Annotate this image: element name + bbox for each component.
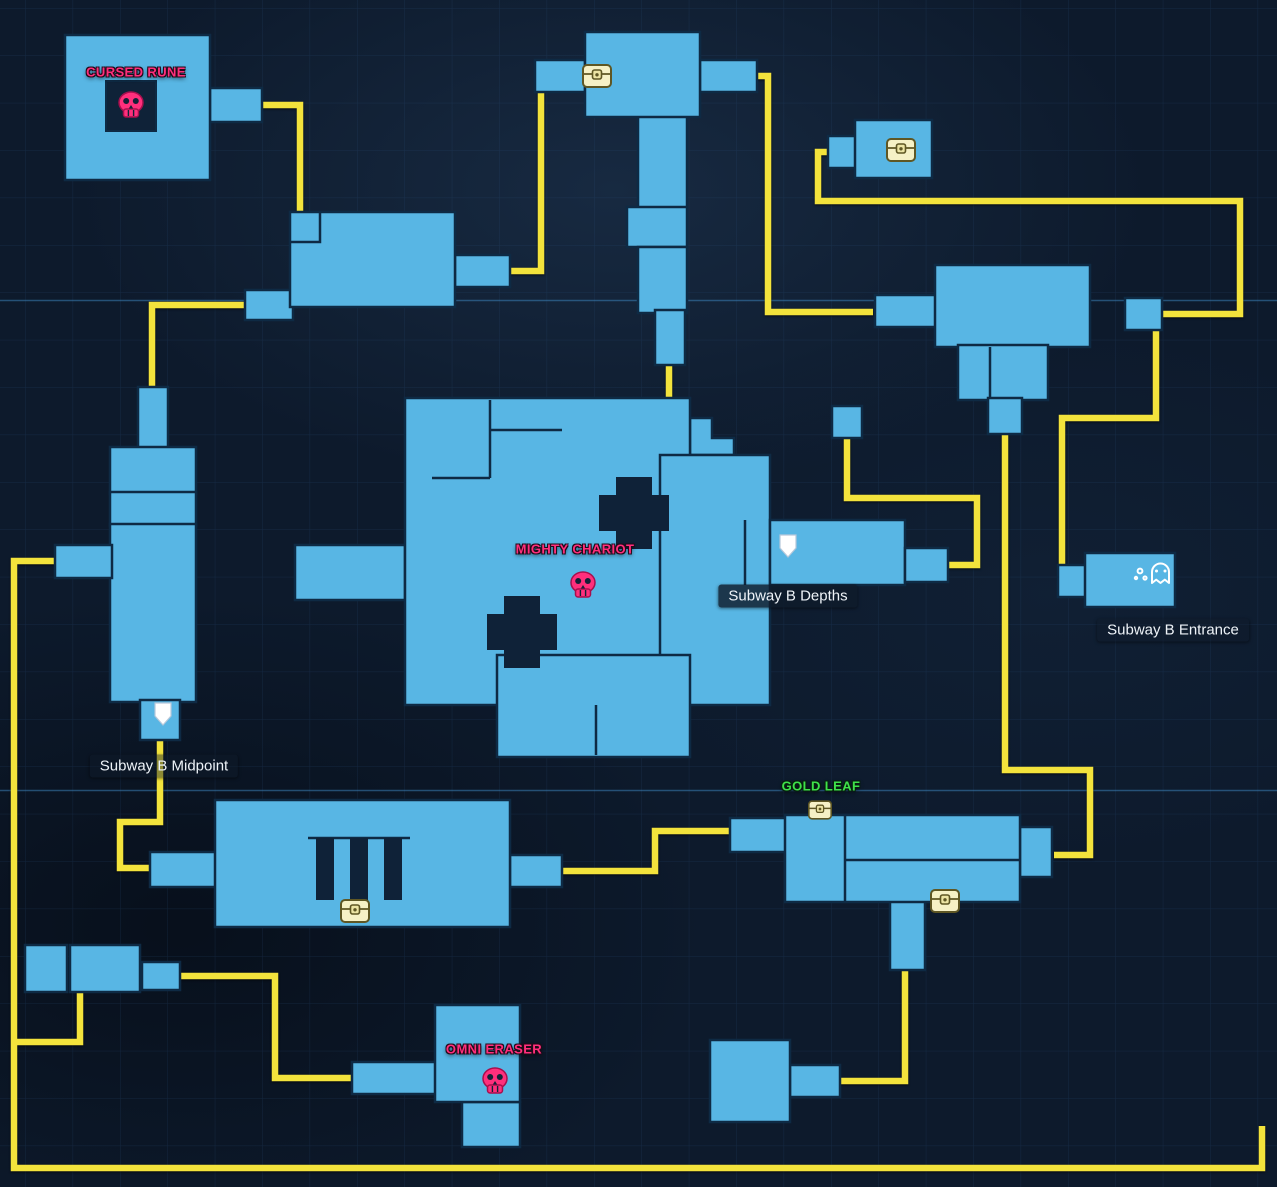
corridor-segment [108, 522, 198, 704]
label-subway-b-depths: Subway B Depths [718, 584, 858, 608]
route-lines [10, 72, 1266, 1172]
door-stub [508, 853, 564, 889]
corridor-segment [625, 205, 689, 249]
map-markers [118, 64, 1170, 1094]
room-omni-eraser [433, 1003, 522, 1104]
entrance-landmark-icon [1133, 562, 1170, 584]
room-right [933, 263, 1092, 349]
room-gold-leaf [783, 813, 1022, 904]
door-stub [1056, 563, 1090, 599]
map-void [316, 838, 334, 900]
door-stub [903, 546, 950, 584]
corridor-segment [108, 490, 198, 528]
room-bottom-right [708, 1038, 792, 1124]
route-line [260, 101, 304, 216]
route-line [560, 827, 730, 875]
room-central-south [495, 653, 692, 759]
map-rooms [23, 30, 1177, 1149]
room-partition [843, 815, 1020, 902]
label-omni-eraser: OMNI ERASER [445, 1041, 543, 1057]
label-subway-b-midpoint: Subway B Midpoint [89, 754, 239, 778]
door-stub [653, 308, 687, 367]
door-stub [453, 253, 512, 289]
map-void [616, 477, 652, 549]
route-line [10, 557, 1266, 1172]
corridor-segment [108, 445, 198, 496]
room-upper-left [288, 210, 457, 309]
door-stub [140, 960, 182, 992]
map-void [350, 838, 368, 900]
door-stub [830, 404, 864, 440]
door-stub [788, 1063, 842, 1099]
route-line [1001, 432, 1094, 859]
route-line [1058, 331, 1160, 581]
route-line [838, 968, 909, 1085]
treasure-chest-icon [886, 138, 916, 162]
corridor-segment [636, 245, 689, 315]
room-bottom-left-a [23, 943, 69, 994]
door-stub [986, 396, 1024, 436]
label-cursed-rune: CURSED RUNE [86, 64, 186, 80]
door-stub [698, 58, 759, 94]
map-void [504, 596, 540, 668]
label-mighty-chariot: MIGHTY CHARIOT [515, 541, 635, 557]
room-right-annex [956, 343, 1050, 402]
door-stub [243, 288, 295, 322]
door-stub [888, 898, 927, 972]
route-line [16, 990, 84, 1046]
door-stub [136, 385, 170, 451]
treasure-chest-icon [807, 800, 833, 820]
route-line [755, 72, 873, 316]
door-stub [53, 543, 114, 580]
route-line [116, 738, 164, 872]
route-line [148, 301, 247, 391]
door-stub [533, 58, 587, 94]
door-stub [873, 293, 939, 329]
door-stub [728, 816, 790, 854]
door-stub [1123, 296, 1164, 332]
treasure-chest-icon [582, 64, 612, 88]
route-line [814, 148, 1244, 318]
label-gold-leaf: GOLD LEAF [781, 778, 861, 794]
room-partition [432, 400, 747, 755]
door-stub [148, 850, 220, 889]
door-stub [350, 1060, 440, 1096]
route-line [843, 436, 981, 569]
door-stub [208, 86, 264, 124]
room-partition [290, 212, 322, 244]
door-stub [1018, 825, 1054, 879]
corridor-segment [636, 113, 689, 211]
treasure-chest-icon [930, 889, 960, 913]
door-stub [826, 134, 860, 170]
room-subway-entrance [1083, 551, 1177, 609]
room-omni-eraser-annex [460, 1100, 522, 1149]
route-line [178, 972, 354, 1082]
route-line [510, 88, 545, 275]
room-bottom-left-b [68, 943, 142, 994]
label-subway-b-entrance: Subway B Entrance [1097, 618, 1249, 642]
treasure-chest-icon [340, 899, 370, 923]
room-central-west-arm [293, 543, 407, 602]
map-void [384, 838, 402, 900]
